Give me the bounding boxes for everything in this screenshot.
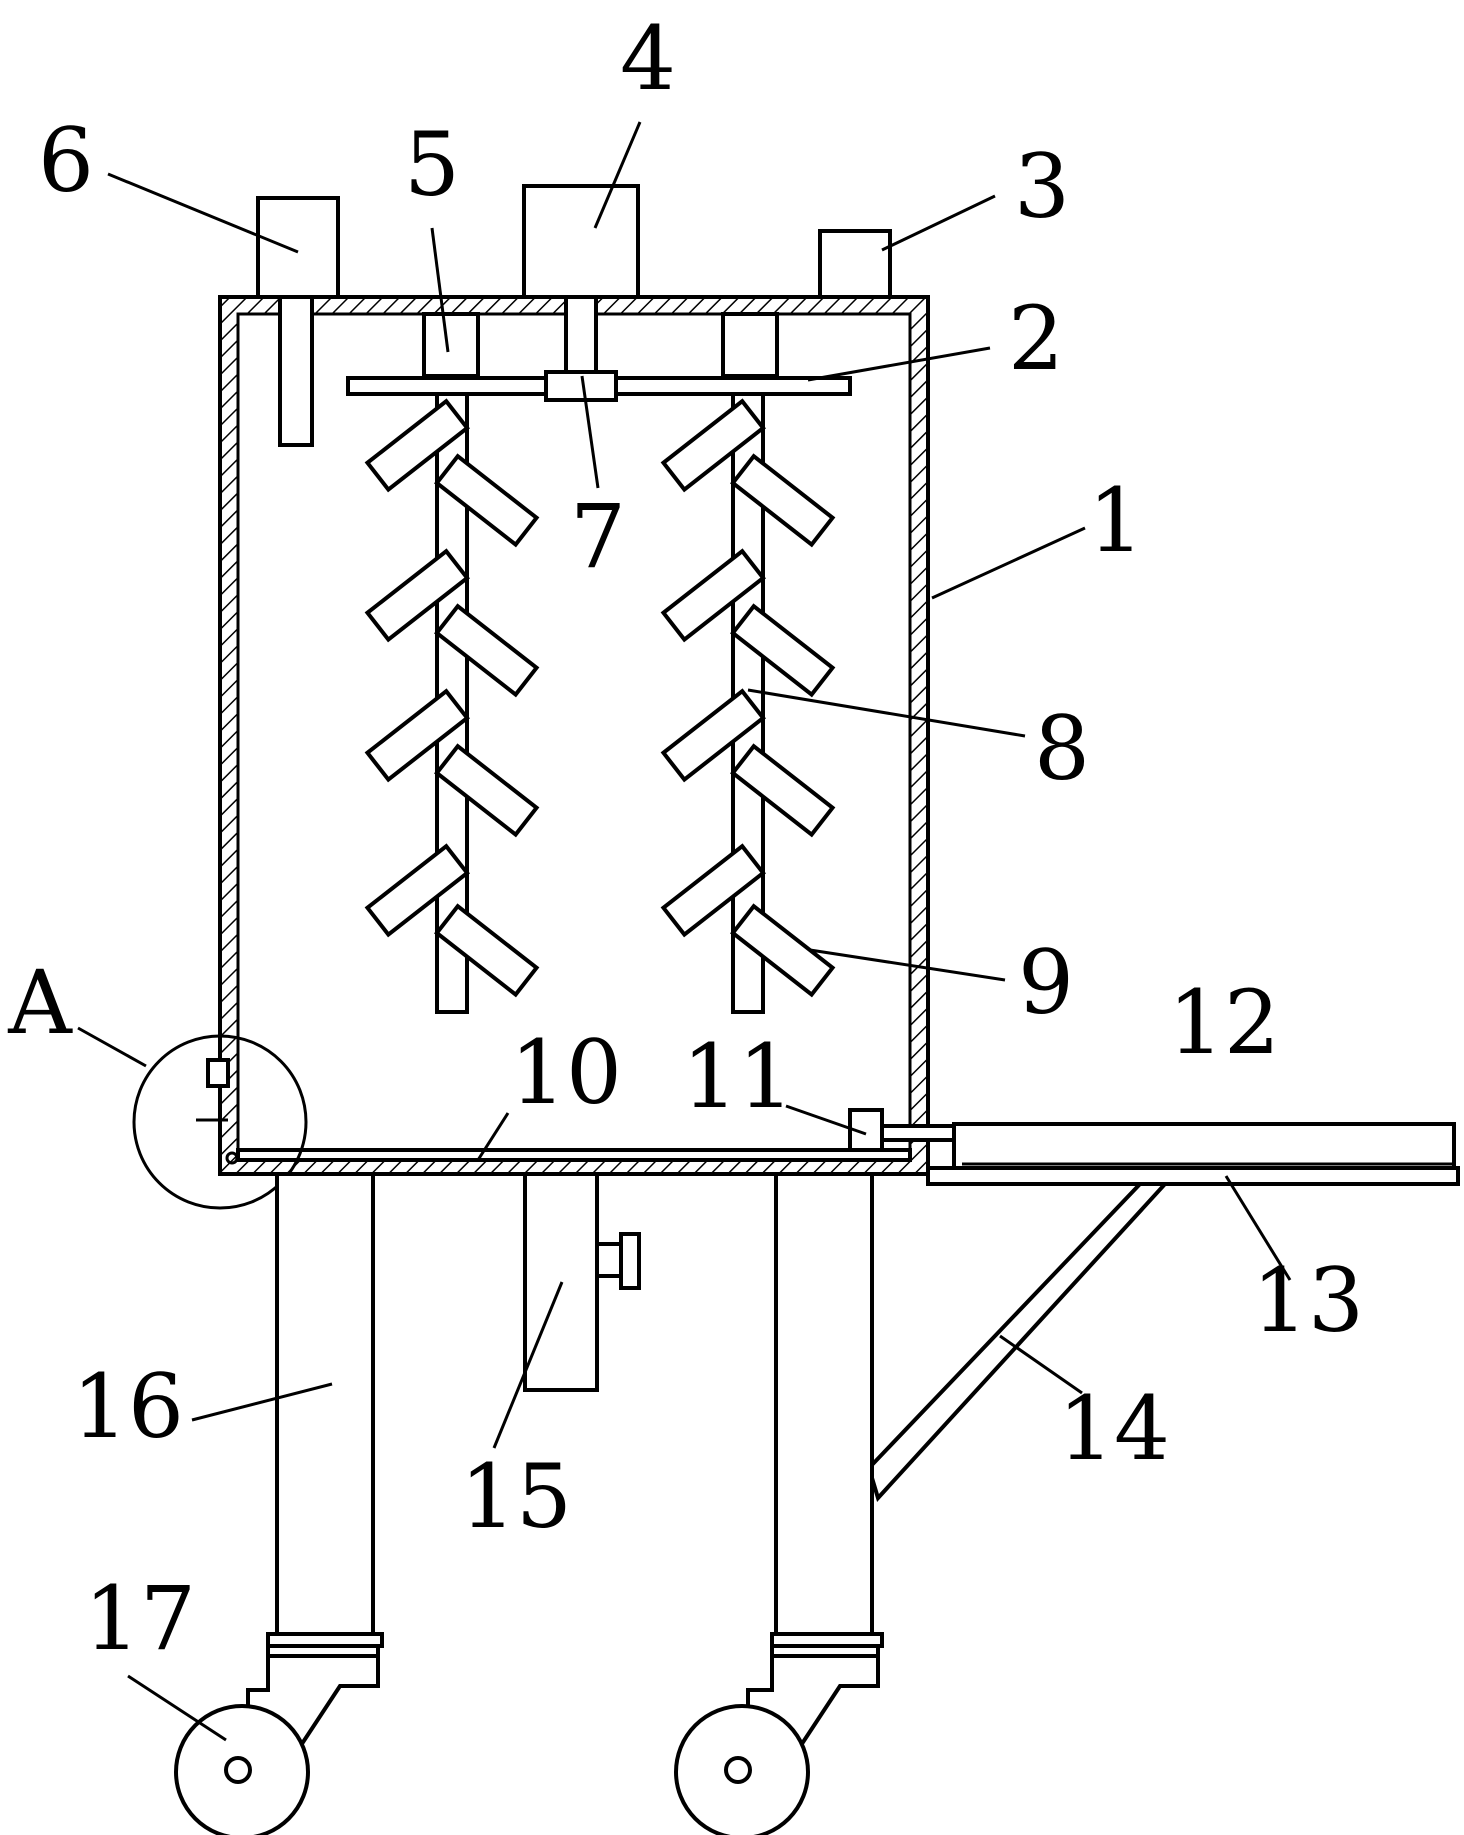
callout-15: 15 <box>460 1445 572 1548</box>
leader-a <box>77 1026 147 1068</box>
leader-8 <box>747 688 1026 738</box>
leg-16 <box>275 1172 874 1636</box>
callout-5: 5 <box>404 113 460 216</box>
callout-12: 12 <box>1168 971 1280 1074</box>
callout-a: A <box>7 951 73 1054</box>
callouts: 1 2 3 4 5 6 7 8 9 10 11 12 13 14 15 16 1… <box>7 7 1364 1670</box>
leader-6 <box>107 172 299 254</box>
leader-lines <box>77 121 1292 1742</box>
leader-13 <box>1224 1175 1292 1281</box>
tank-body <box>218 295 930 1176</box>
support-brace-14 <box>866 1182 1170 1502</box>
detail-a-circle <box>132 1034 308 1210</box>
callout-14: 14 <box>1058 1377 1170 1480</box>
push-cylinder-12 <box>952 1122 1456 1170</box>
discharge-valve-15 <box>523 1172 641 1392</box>
caster-wheel-17 <box>174 1632 884 1835</box>
leader-17 <box>127 1674 227 1742</box>
drive-shaft <box>564 295 598 381</box>
leader-3 <box>881 194 996 252</box>
callout-3: 3 <box>1014 135 1070 238</box>
leader-2 <box>807 346 991 382</box>
leader-4 <box>593 121 642 229</box>
leader-16 <box>191 1382 333 1422</box>
motor-4 <box>522 184 640 299</box>
leader-14 <box>999 1334 1083 1395</box>
bottom-plate-10 <box>236 1148 912 1162</box>
sensor-11 <box>848 1108 956 1152</box>
callout-16: 16 <box>72 1355 184 1458</box>
stirring-blades-9 <box>364 398 836 998</box>
callout-1: 1 <box>1088 469 1144 572</box>
hinge-detail-a <box>132 1034 308 1210</box>
platform-13 <box>926 1166 1460 1186</box>
leader-9 <box>809 948 1006 982</box>
leader-10 <box>476 1112 510 1161</box>
leader-7 <box>580 375 600 489</box>
callout-17: 17 <box>84 1567 196 1670</box>
callout-2: 2 <box>1008 287 1064 390</box>
callout-8: 8 <box>1034 697 1090 800</box>
callout-11: 11 <box>682 1025 794 1128</box>
leader-11 <box>785 1104 867 1136</box>
callout-10: 10 <box>510 1021 622 1124</box>
callout-13: 13 <box>1252 1249 1364 1352</box>
callout-6: 6 <box>38 109 94 212</box>
callout-9: 9 <box>1018 931 1074 1034</box>
callout-7: 7 <box>570 485 626 588</box>
leader-15 <box>492 1281 564 1449</box>
callout-4: 4 <box>620 7 676 110</box>
leader-5 <box>430 227 450 353</box>
top-inlet-6 <box>256 196 340 447</box>
leader-1 <box>931 526 1086 600</box>
top-outlet-3 <box>818 229 892 299</box>
